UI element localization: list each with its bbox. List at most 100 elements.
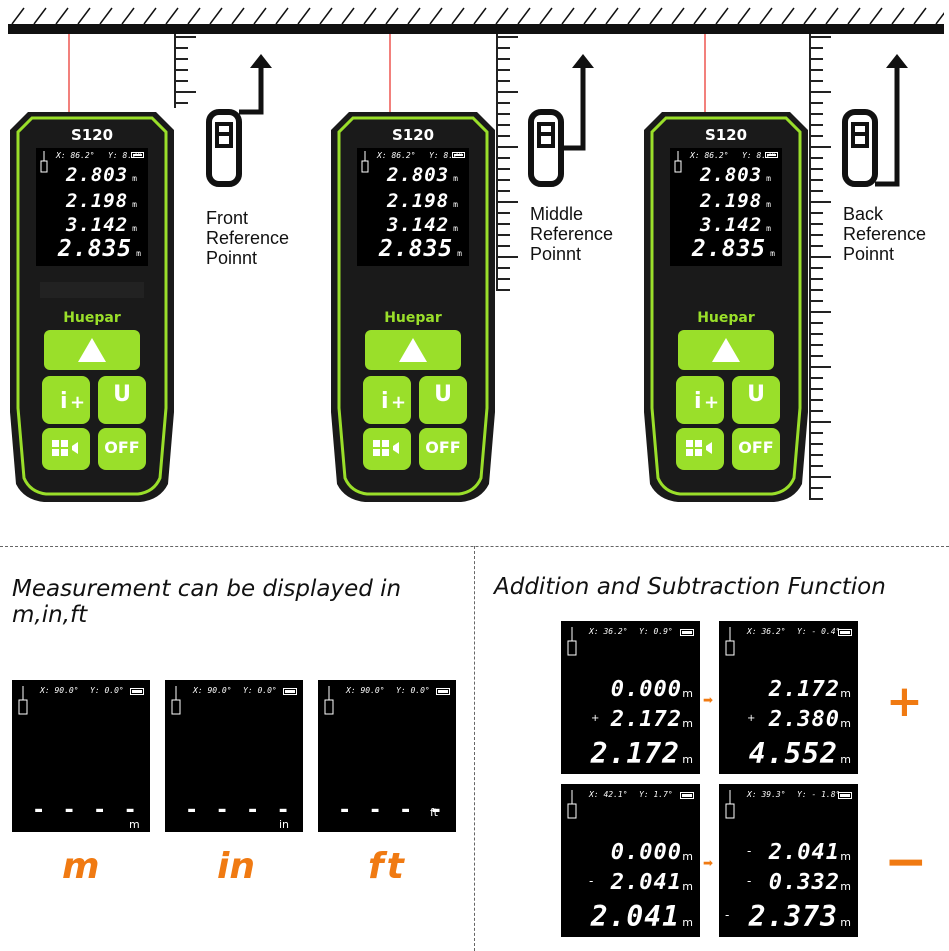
ruler-tick — [174, 47, 188, 49]
ruler-front — [174, 34, 198, 108]
clear-button[interactable]: U — [747, 382, 765, 407]
ruler-tick — [809, 289, 823, 291]
ruler-tick — [809, 333, 823, 335]
ruler-tick — [809, 124, 823, 126]
tilt-y: Y: 0.0° — [243, 686, 277, 695]
battery-icon — [838, 792, 852, 799]
laser-indicator-icon — [18, 686, 28, 715]
reading-main: 2.835 — [378, 236, 454, 262]
ruler-tick — [809, 212, 823, 214]
ruler-tick — [809, 443, 823, 445]
ruler-tick — [809, 47, 823, 49]
reading-2: 2.041 — [610, 870, 682, 895]
ruler-tick — [496, 80, 510, 82]
ruler-tick — [809, 245, 823, 247]
ceiling-bar — [8, 24, 944, 34]
ruler-tick — [809, 256, 831, 258]
battery-icon — [680, 792, 694, 799]
off-button[interactable]: OFF — [738, 438, 774, 457]
ruler-tick — [809, 146, 831, 148]
laser-beam-1 — [68, 34, 70, 114]
reading-2: 2.172 — [610, 707, 682, 732]
tilt-y: Y: - 1.8° — [797, 790, 841, 799]
laser-indicator-icon — [40, 151, 48, 173]
ruler-tick — [496, 91, 518, 93]
addition-panel-after: X: 36.2° Y: - 0.4° 2.172 m + 2.380 m 4.5… — [719, 621, 858, 774]
unit-indicator: ft — [430, 806, 438, 819]
ruler-tick — [496, 289, 510, 291]
svg-text:i: i — [60, 389, 68, 414]
laser-indicator-icon — [567, 627, 577, 656]
front-reference-icon — [206, 54, 272, 187]
reading-2: 2.380 — [768, 707, 840, 732]
tilt-y: Y: 1.7° — [639, 790, 673, 799]
laser-indicator-icon — [567, 790, 577, 819]
arrow-right-icon: ➡ — [703, 856, 714, 870]
ruler-tick — [174, 58, 188, 60]
ruler-tick — [809, 91, 831, 93]
ruler-tick — [809, 432, 823, 434]
add-sub-section-title: Addition and Subtraction Function — [494, 574, 886, 600]
ruler-tick — [174, 91, 196, 93]
reading-result: 2.373 — [748, 900, 838, 933]
device-model: S120 — [70, 126, 114, 144]
back-reference-icon — [842, 54, 908, 187]
operator-sign: - — [747, 874, 752, 888]
ruler-tick — [809, 113, 823, 115]
ruler-tick — [174, 36, 196, 38]
reading-2: 2.198 — [65, 190, 129, 212]
brand-logo: Huepar — [63, 310, 121, 326]
dash-readout: - - - - - — [32, 798, 139, 832]
svg-text:i: i — [694, 389, 702, 414]
ruler-tick — [174, 69, 188, 71]
battery-icon — [131, 152, 144, 158]
unit-indicator: m — [129, 818, 140, 831]
operator-sign: - — [725, 908, 730, 922]
ruler-tick — [809, 80, 823, 82]
laser-indicator-icon — [674, 151, 682, 173]
ruler-tick — [809, 157, 823, 159]
ruler-tick — [496, 135, 510, 137]
tilt-x: X: 90.0° — [346, 686, 385, 695]
reading-main: 2.835 — [57, 236, 133, 262]
tilt-x: X: 36.2° — [589, 627, 628, 636]
ruler-tick — [496, 157, 510, 159]
tilt-x: X: 36.2° — [747, 627, 786, 636]
ruler-tick — [496, 36, 518, 38]
clear-button[interactable]: U — [113, 382, 131, 407]
battery-icon — [283, 688, 297, 695]
addition-panel-before: X: 36.2° Y: 0.9° 0.000 m + 2.172 m 2.172… — [561, 621, 700, 774]
svg-text:+: + — [70, 392, 85, 413]
ruler-tick — [809, 322, 823, 324]
ruler-tick — [809, 465, 823, 467]
ruler-tick — [496, 223, 510, 225]
clear-button[interactable]: U — [434, 382, 452, 407]
brand-logo: Huepar — [697, 310, 755, 326]
ceiling-hatch — [11, 7, 944, 24]
laser-beam-3 — [704, 34, 706, 114]
tilt-y: Y: 8.2° — [108, 151, 142, 160]
off-button[interactable]: OFF — [425, 438, 461, 457]
ruler-tick — [174, 102, 188, 104]
ruler-tick — [809, 201, 831, 203]
off-button[interactable]: OFF — [104, 438, 140, 457]
reading-1: 0.000 — [610, 677, 682, 702]
ruler-tick — [496, 113, 510, 115]
unit-label-in: in — [217, 846, 255, 887]
ruler-tick — [809, 179, 823, 181]
ruler-tick — [809, 454, 823, 456]
ruler-tick — [809, 498, 823, 500]
svg-text:+: + — [704, 392, 719, 413]
laser-beam-2 — [389, 34, 391, 114]
device-model: S120 — [704, 126, 748, 144]
ruler-tick — [809, 311, 831, 313]
battery-icon — [436, 688, 450, 695]
tilt-x: X: 90.0° — [40, 686, 79, 695]
ruler-tick — [496, 234, 510, 236]
laser-indicator-icon — [361, 151, 369, 173]
unit-panel-ft: X: 90.0° Y: 0.0° - - - - - ft — [318, 680, 456, 832]
